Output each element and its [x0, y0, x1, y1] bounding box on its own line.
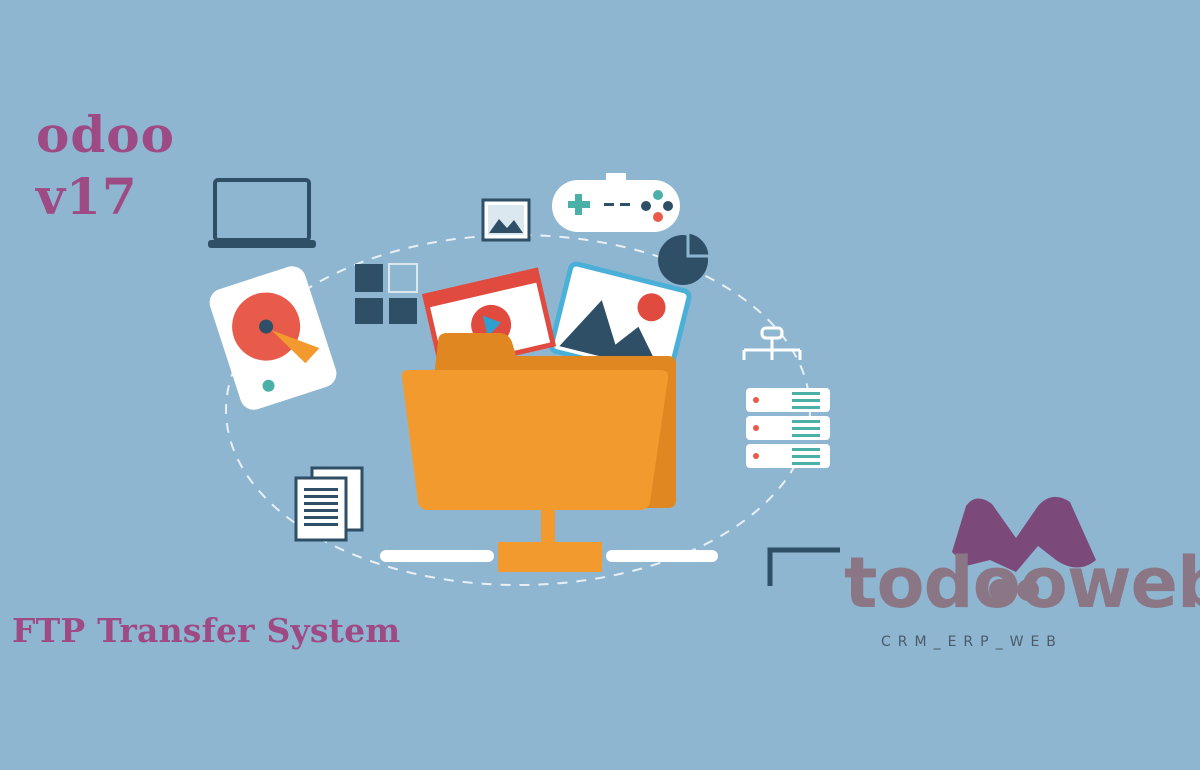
image-icon — [481, 198, 531, 242]
pie-chart-icon — [658, 230, 712, 285]
logo-tagline: CRM_ERP_WEB — [881, 634, 1063, 650]
folder-icon — [401, 333, 676, 510]
network-connector-icon — [380, 508, 718, 572]
logo-wordmark: todooweb — [844, 542, 1200, 624]
title-odoo: odoo — [36, 105, 176, 164]
windows-grid-icon — [355, 263, 418, 324]
frame-corner — [767, 547, 840, 586]
game-controller-icon — [552, 173, 680, 232]
network-hierarchy-icon — [742, 326, 802, 360]
subtitle: FTP Transfer System — [12, 611, 401, 650]
laptop-icon — [208, 178, 316, 248]
server-rack-icon — [746, 388, 830, 468]
logo-emblem — [952, 496, 1096, 601]
title-version: v17 — [36, 167, 138, 226]
documents-icon — [294, 466, 364, 542]
hard-drive-icon — [209, 266, 337, 410]
